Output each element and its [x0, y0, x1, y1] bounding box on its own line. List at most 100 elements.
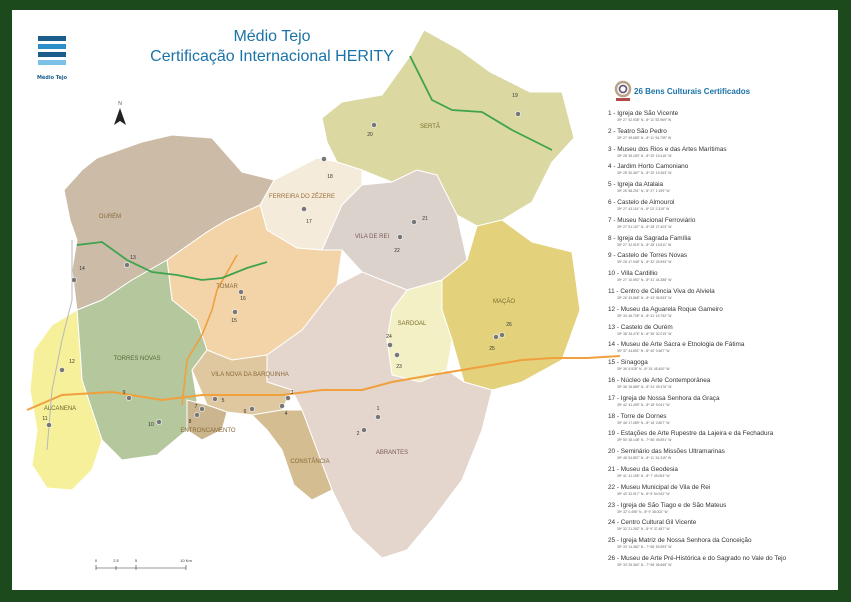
site-marker[interactable]: 4 — [279, 403, 288, 417]
site-coordinates: 39º 38' 26.476" N - 8º 35' 32.019" W — [617, 331, 672, 336]
label-entroncamento: ENTRONCAMENTO — [180, 428, 236, 434]
site-name: 22 - Museu Municipal de Vila de Rei — [608, 483, 711, 491]
list-item[interactable]: 23 - Igreja de São Tiago e de São Mateus… — [608, 502, 838, 520]
region-map: N SERTÃ FERREIRA DO ZÊZERE OURÉM VILA DE… — [26, 29, 621, 559]
road-a23 — [26, 355, 621, 411]
site-marker[interactable]: 5 — [212, 396, 225, 404]
compass-arrow-icon: N — [114, 101, 126, 125]
site-marker[interactable]: 1 — [375, 406, 381, 420]
site-name: 23 - Igreja de São Tiago e de São Mateus — [608, 501, 727, 509]
site-marker[interactable]: 22 — [394, 234, 403, 254]
site-marker[interactable]: 8 — [189, 412, 200, 425]
site-marker[interactable]: 2 — [357, 427, 367, 437]
label-ourem: OURÉM — [99, 213, 121, 220]
site-marker[interactable]: 12 — [59, 359, 75, 373]
legend-header: 26 Bens Culturais Certificados — [608, 80, 838, 110]
marker-number: 16 — [240, 296, 246, 302]
label-serta: SERTÃ — [420, 123, 440, 130]
site-marker[interactable]: 19 — [512, 93, 521, 117]
site-name: 5 - Igreja da Atalaia — [608, 181, 664, 189]
site-marker[interactable]: 26 — [499, 322, 512, 338]
scale-tick: 0 — [95, 558, 98, 563]
site-marker[interactable]: 16 — [238, 289, 246, 302]
site-coordinates: 39º 36' 5.928" N - 8º 24' 45.400" W — [617, 367, 670, 372]
site-name: 24 - Centro Cultural Gil Vicente — [608, 519, 697, 527]
site-marker[interactable]: 15 — [231, 309, 238, 324]
site-name: 3 - Museu dos Rios e das Artes Marítimas — [608, 145, 727, 153]
site-marker[interactable]: 18 — [321, 156, 333, 180]
site-name: 13 - Castelo de Ourém — [608, 323, 673, 331]
site-marker[interactable]: 3 — [285, 390, 294, 401]
marker-number: 25 — [489, 346, 495, 352]
marker-number: 4 — [285, 411, 288, 417]
region-alcanena — [29, 309, 103, 491]
site-marker[interactable]: 11 — [42, 416, 52, 428]
label-sardoal: SARDOAL — [398, 321, 427, 327]
marker-number: 20 — [367, 132, 373, 138]
region-entroncamento — [186, 399, 228, 441]
scale-tick: 2.5 — [113, 558, 119, 563]
site-coordinates: 39º 26' 43.868" N - 8º 43' 36.553" W — [617, 295, 672, 300]
site-name: 20 - Seminário das Missões Ultramarinas — [608, 448, 725, 456]
site-marker[interactable]: 6 — [244, 406, 255, 415]
list-item[interactable]: 3 - Museu dos Rios e das Artes Marítimas… — [608, 146, 838, 164]
site-coordinates: 39º 27' 52.938" N - 8º 11' 52.969" W — [617, 118, 672, 122]
list-item[interactable]: 26 - Museu de Arte Pré-Histórica e do Sa… — [608, 555, 838, 573]
site-marker[interactable]: 20 — [367, 122, 377, 138]
site-coordinates: 39º 32' 0.498" N - 8º 9' 38.002" W — [617, 509, 668, 514]
site-marker[interactable]: 23 — [394, 352, 402, 370]
site-coordinates: 39º 42' 41.499" N - 8º 18' 9.041" W — [617, 402, 670, 407]
site-marker[interactable]: 13 — [124, 255, 136, 268]
site-name: 16 - Núcleo de Arte Contemporânea — [608, 376, 711, 384]
label-tomar: TOMAR — [216, 284, 238, 290]
site-marker[interactable]: 9 — [123, 390, 132, 401]
site-marker[interactable]: 24 — [386, 334, 393, 348]
marker-number: 1 — [377, 406, 380, 412]
label-constancia: CONSTÂNCIA — [290, 458, 329, 465]
site-name: 14 - Museu de Arte Sacra e Etnologia de … — [608, 341, 745, 349]
site-marker[interactable]: 25 — [489, 334, 499, 352]
region-constancia — [250, 409, 333, 501]
marker-number: 22 — [394, 248, 400, 254]
site-name: 17 - Igreja de Nossa Senhora da Graça — [608, 394, 720, 402]
site-coordinates: 39º 27' 10.592" N - 8º 31' 44.388" W — [617, 278, 672, 283]
site-marker[interactable]: 10 — [148, 419, 162, 428]
marker-number: 3 — [291, 390, 294, 396]
label-ferreira: FERREIRA DO ZÊZERE — [269, 192, 335, 200]
site-name: 10 - Villa Cardillio — [608, 270, 658, 278]
marker-number: 7 — [195, 404, 198, 410]
list-item[interactable]: 25 - Igreja Matriz de Nossa Senhora da C… — [608, 537, 838, 555]
region-serta — [321, 29, 575, 227]
scale-bar: 0 2.5 5 10 Km — [95, 558, 192, 570]
site-marker[interactable]: 7 — [195, 404, 205, 412]
list-item[interactable]: 14 - Museu de Arte Sacra e Etnologia de … — [608, 341, 838, 359]
logo-text: Médio Tejo — [36, 75, 68, 81]
site-marker[interactable]: 17 — [301, 206, 312, 225]
site-marker[interactable]: 21 — [411, 216, 428, 225]
site-name: 19 - Estações de Arte Rupestre da Lajeir… — [608, 430, 774, 438]
list-item[interactable]: 19 - Estações de Arte Rupestre da Lajeir… — [608, 430, 838, 448]
marker-number: 6 — [244, 409, 247, 415]
site-marker[interactable]: 14 — [71, 266, 85, 283]
site-name: 18 - Torre de Dornes — [608, 412, 667, 420]
